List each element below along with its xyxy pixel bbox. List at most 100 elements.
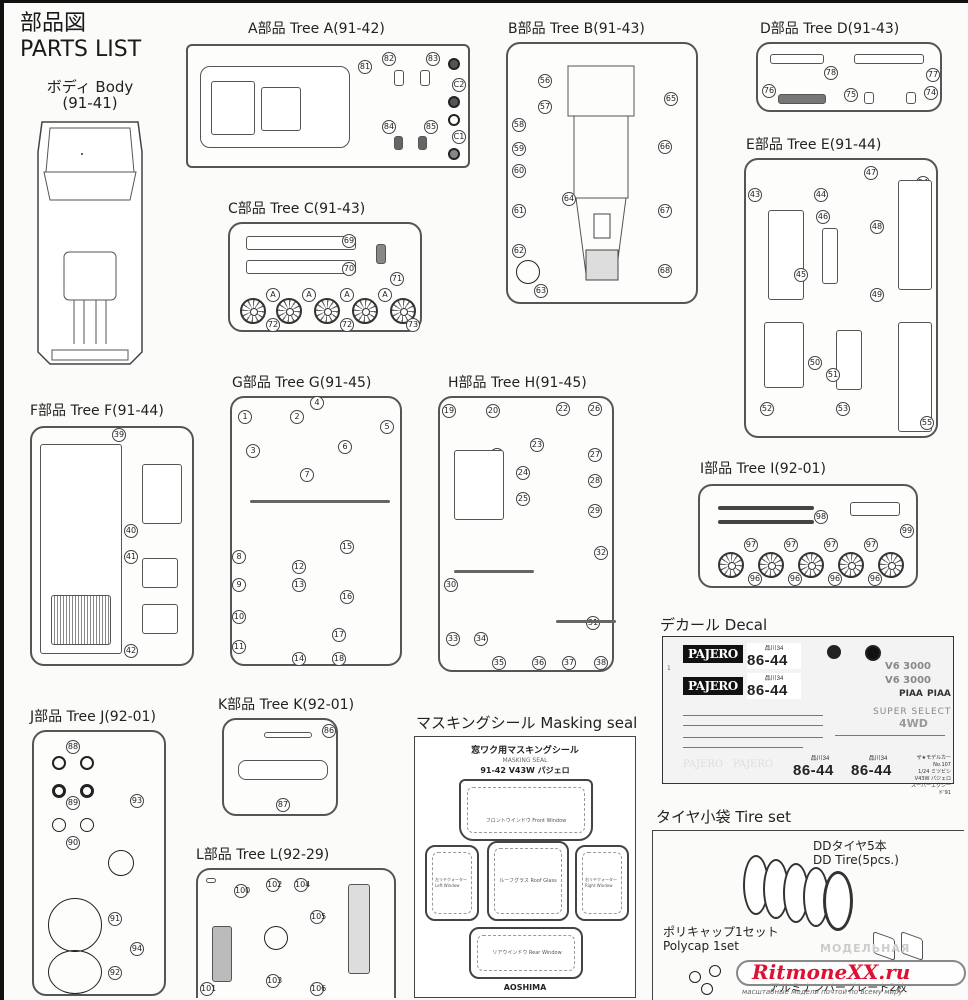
part-number: 96 — [788, 572, 802, 586]
watermark-faint: МОДЕЛЬНАЯ — [820, 942, 911, 955]
lamp-part — [448, 114, 460, 126]
part-number: 1 — [238, 410, 252, 424]
seat-part — [142, 464, 182, 524]
part-number: 97 — [784, 538, 798, 552]
tree-b-sprue: 56 57 58 59 60 61 62 63 64 65 66 67 68 — [506, 42, 698, 304]
mirror-part — [864, 92, 874, 104]
polycap-en: Polycap 1set — [663, 939, 739, 953]
tree-c-sprue: 69 70 71 A A A A 72 72 73 — [228, 222, 422, 332]
part-number: 94 — [130, 942, 144, 956]
grille-part — [850, 502, 900, 516]
sprue-ring — [108, 850, 134, 876]
part-number: 61 — [512, 204, 526, 218]
part-number: 44 — [814, 188, 828, 202]
tree-a-label: A部品 Tree A(91-42) — [248, 21, 385, 37]
part-number: 92 — [108, 966, 122, 980]
tree-g-sprue — [230, 396, 402, 666]
part-number: 72 — [340, 318, 354, 332]
part-number: 70 — [342, 262, 356, 276]
part-number: 90 — [66, 836, 80, 850]
wheel-part — [798, 552, 824, 578]
light-ring-part — [52, 818, 66, 832]
wheel-part — [352, 298, 378, 324]
decal-pajero-white: PAJERO — [683, 759, 724, 770]
dashboard-part — [348, 884, 370, 974]
seat-part — [394, 70, 404, 86]
part-number: 96 — [828, 572, 842, 586]
part-number: 6 — [338, 440, 352, 454]
part-number: 4 — [310, 396, 324, 410]
part-number: 102 — [266, 878, 282, 892]
part-number: 73 — [406, 318, 420, 332]
tree-e-label: E部品 Tree E(91-44) — [746, 137, 882, 153]
wheel-part — [878, 552, 904, 578]
light-part — [394, 136, 403, 150]
wheel-part — [240, 298, 266, 324]
tree-f-sprue: 39 40 41 42 — [30, 426, 194, 666]
decal-gauge — [827, 645, 841, 659]
tree-j-sprue: 88 89 90 93 91 92 94 — [32, 730, 166, 996]
part-number: 93 — [130, 794, 144, 808]
floor-pan-part — [40, 444, 122, 654]
polycap-jp: ポリキャップ1セット — [663, 925, 779, 939]
part-number: 3 — [246, 444, 260, 458]
mirror-part — [906, 92, 916, 104]
decal-sheet: PAJERO PAJERO 品川34 86-44 品川34 86-44 V6 3… — [662, 636, 954, 796]
body-code: (91-41) — [62, 94, 118, 112]
watermark-badge — [736, 960, 966, 986]
light-ring-part — [52, 756, 66, 770]
mask-front-window: フロントウインドウ Front Window — [459, 779, 593, 841]
part-number: 47 — [864, 166, 878, 180]
body-drawing — [37, 121, 143, 365]
part-number: 56 — [538, 74, 552, 88]
axle-part — [454, 570, 534, 573]
part-number: 43 — [748, 188, 762, 202]
tree-k-sprue: 86 87 — [222, 718, 338, 816]
sprue-ring — [264, 926, 288, 950]
part-number: 57 — [538, 100, 552, 114]
tree-b-label: B部品 Tree B(91-43) — [508, 21, 645, 37]
masking-sheet-model: 91-42 V43W パジェロ — [480, 766, 570, 775]
part-number: 64 — [562, 192, 576, 206]
wheel-mark: A — [378, 288, 392, 302]
grille-part — [778, 94, 826, 104]
axle-part — [556, 620, 616, 623]
tree-e-sprue: 43 44 47 54 46 48 45 49 50 51 52 53 55 — [744, 158, 938, 438]
decal-v6: V6 3000 — [885, 675, 932, 686]
part-number: 31 — [586, 616, 600, 630]
mask-roof-glass: ルーフグラス Roof Glass — [487, 841, 569, 921]
part-number: 39 — [112, 428, 126, 442]
spare-cover-part — [48, 950, 102, 994]
part-number: 35 — [492, 656, 506, 670]
seat-part — [420, 70, 430, 86]
dashboard-part — [768, 210, 804, 300]
part-number: 85 — [424, 120, 438, 134]
part-number: 76 — [762, 84, 776, 98]
part-number: 14 — [292, 652, 306, 666]
part-number: 99 — [900, 524, 914, 538]
wheel-part — [314, 298, 340, 324]
part-number: 2 — [290, 410, 304, 424]
seat-part — [212, 926, 232, 982]
part-number: 72 — [266, 318, 280, 332]
exhaust-part — [250, 500, 390, 503]
part-number: 16 — [340, 590, 354, 604]
part-number: 27 — [588, 448, 602, 462]
part-number: 38 — [594, 656, 608, 670]
decal-plate: 品川34 86-44 — [851, 756, 892, 779]
polycap-part — [701, 983, 713, 995]
decal-pajero-white: PAJERO — [733, 759, 774, 770]
tree-i-sprue: 98 99 97 97 97 97 96 96 96 96 — [698, 484, 918, 588]
decal-plate: 品川34 86-44 — [793, 756, 834, 779]
part-number: 88 — [66, 740, 80, 754]
part-number: 100 — [234, 884, 250, 898]
wheel-part — [718, 552, 744, 578]
part-number: 59 — [512, 142, 526, 156]
dd-tire-jp: DDタイヤ5本 — [813, 839, 887, 853]
title-en: PARTS LIST — [20, 37, 142, 62]
part-number: 28 — [588, 474, 602, 488]
bullbar-part — [238, 760, 328, 780]
decal-piaa: PIAA — [899, 689, 923, 699]
part-number: 87 — [276, 798, 290, 812]
part-number: 84 — [382, 120, 396, 134]
